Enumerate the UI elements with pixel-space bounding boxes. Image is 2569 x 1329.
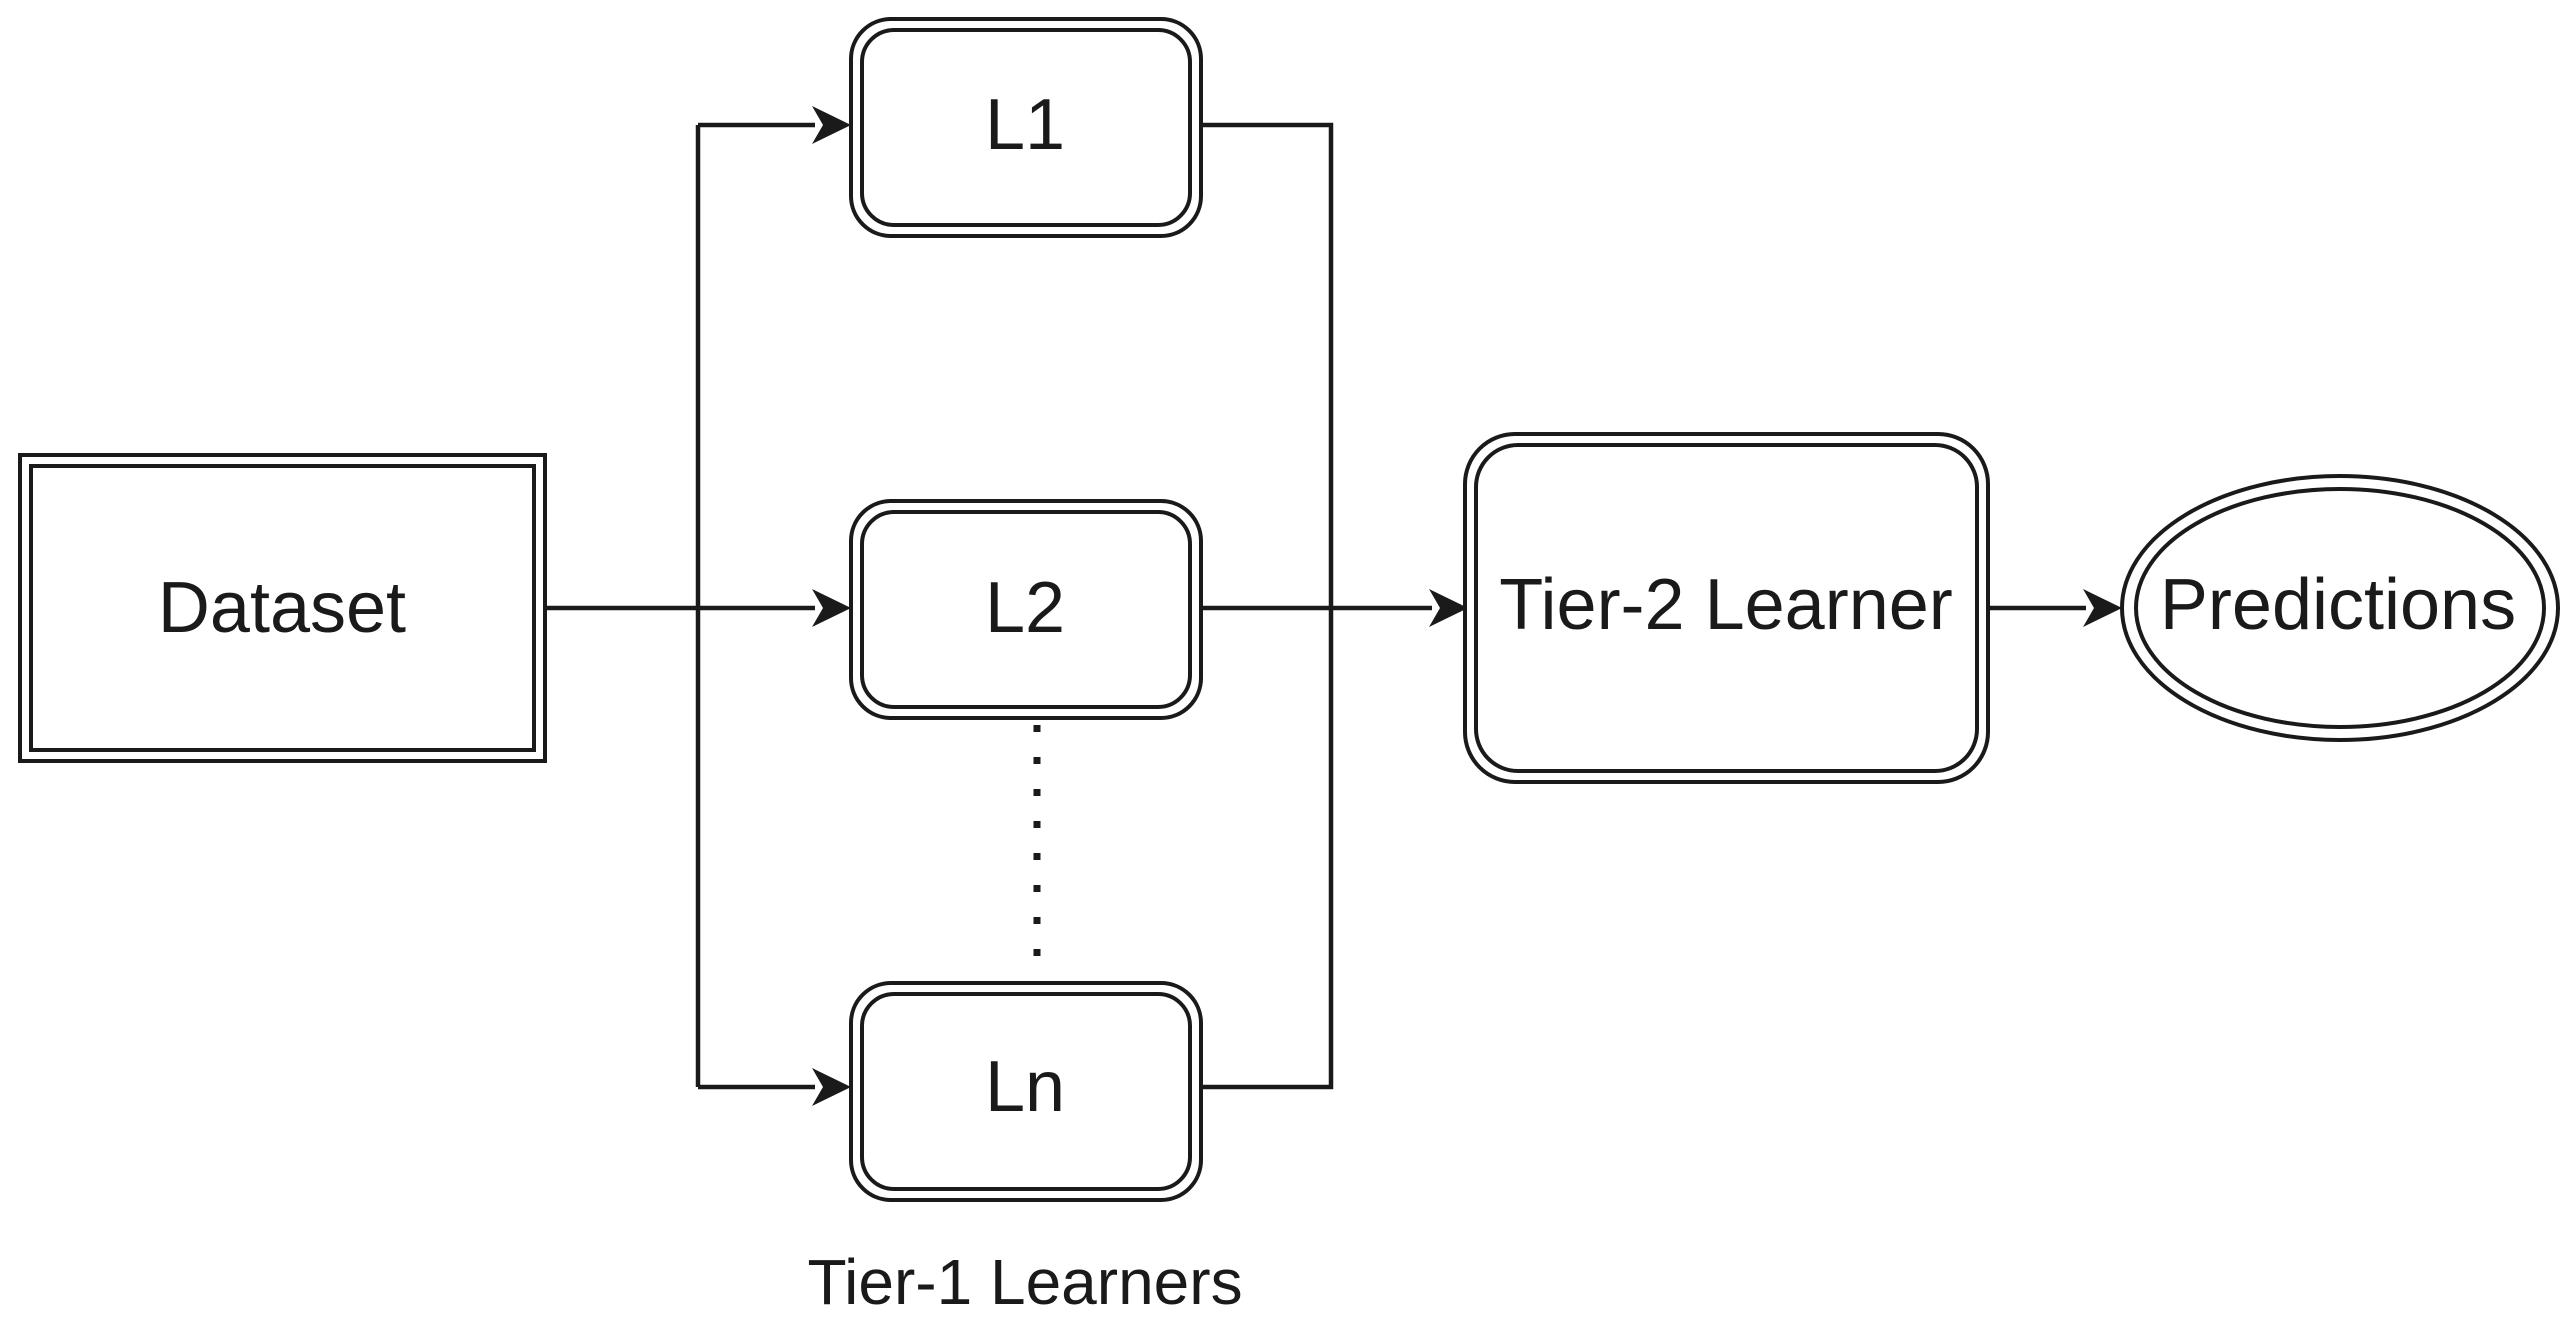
arrowhead-l2 — [812, 589, 851, 627]
node-dataset: Dataset — [18, 453, 547, 763]
node-l2: L2 — [849, 499, 1203, 720]
connectors — [545, 106, 2122, 1106]
node-ln-label: Ln — [985, 1047, 1065, 1127]
arrowhead-l1 — [812, 106, 851, 144]
node-l2-label: L2 — [985, 568, 1065, 648]
node-dataset-label: Dataset — [158, 568, 406, 648]
arrowhead-ln — [812, 1068, 851, 1106]
node-tier2-learner: Tier-2 Learner — [1463, 432, 1990, 784]
node-tier2-label: Tier-2 Learner — [1499, 565, 1953, 645]
node-predictions: Predictions — [2120, 474, 2560, 742]
node-l1-label: L1 — [985, 85, 1065, 165]
node-l1: L1 — [849, 17, 1203, 238]
node-predictions-label: Predictions — [2160, 565, 2516, 645]
arrowhead-predictions — [2083, 589, 2122, 627]
tier1-group-caption: Tier-1 Learners — [807, 1246, 1242, 1318]
node-ln: Ln — [849, 981, 1203, 1202]
arrowhead-tier2 — [1429, 589, 1468, 627]
